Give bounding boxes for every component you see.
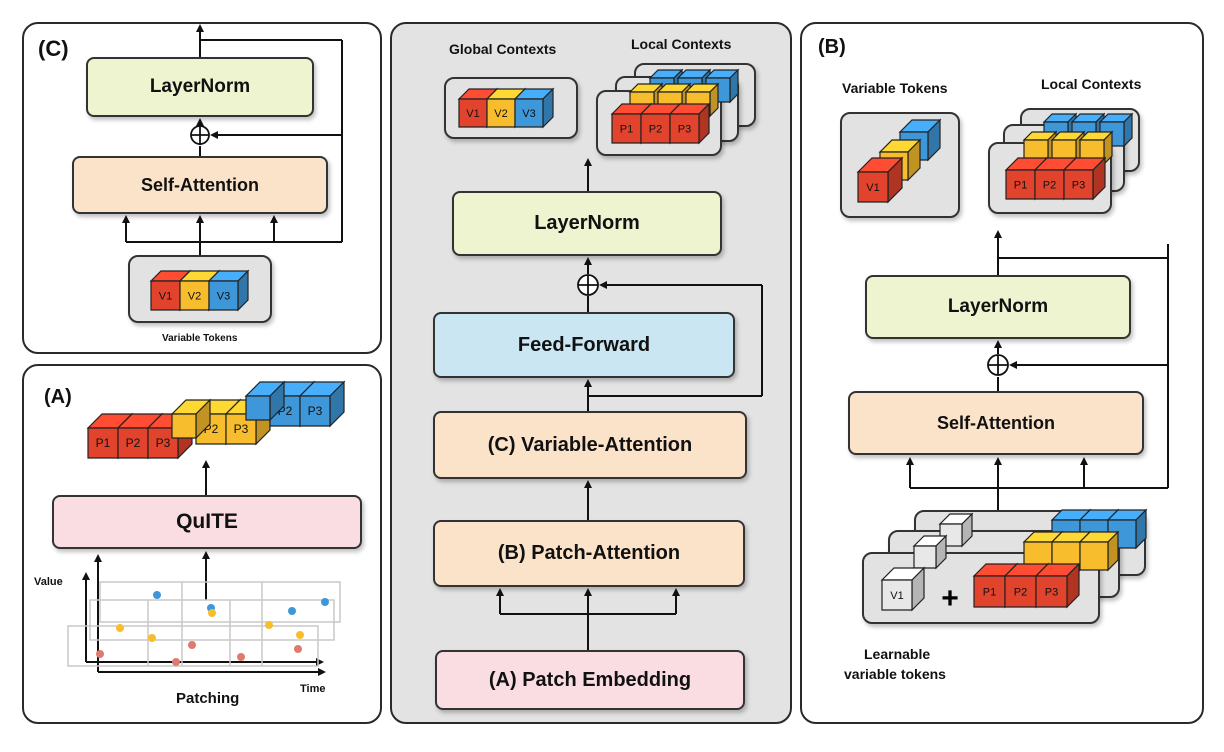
center-layernorm-block: LayerNorm	[452, 191, 722, 256]
panel-c-tag: (C)	[38, 36, 69, 61]
axis-value-label: Value	[34, 576, 63, 588]
patching-label: Patching	[176, 690, 240, 707]
variable-tokens-caption: Variable Tokens	[162, 333, 238, 344]
local-context-card-front	[596, 90, 722, 156]
variable-tokens-card	[128, 255, 272, 323]
axis-time-label: Time	[300, 683, 326, 695]
panel-b-self-attention-block: Self-Attention	[848, 391, 1144, 455]
patch-embedding-block: (A) Patch Embedding	[435, 650, 745, 710]
feed-forward-block: Feed-Forward	[433, 312, 735, 378]
panel-a-tag: (A)	[44, 386, 72, 408]
local-contexts-label: Local Contexts	[631, 36, 732, 52]
panel-c	[22, 22, 382, 354]
layernorm-block: LayerNorm	[86, 57, 314, 117]
panel-b-tag: (B)	[818, 36, 846, 58]
global-contexts-card	[444, 77, 578, 139]
panel-b-layernorm-block: LayerNorm	[865, 275, 1131, 339]
panel-b-local-contexts-label: Local Contexts	[1041, 76, 1142, 92]
global-contexts-label: Global Contexts	[449, 41, 557, 57]
learnable-caption-line1: Learnable	[864, 646, 931, 662]
variable-tokens-label: Variable Tokens	[842, 80, 948, 96]
patch-attention-block: (B) Patch-Attention	[433, 520, 745, 587]
learnable-caption-line2: variable tokens	[844, 666, 946, 682]
b-local-card-front	[988, 142, 1112, 214]
quite-block: QuITE	[52, 495, 362, 549]
variable-token-card	[840, 112, 960, 218]
panel-b	[800, 22, 1204, 724]
learnable-card-front	[862, 552, 1100, 624]
variable-attention-block: (C) Variable-Attention	[433, 411, 747, 479]
self-attention-block: Self-Attention	[72, 156, 328, 214]
panel-a	[22, 364, 382, 724]
